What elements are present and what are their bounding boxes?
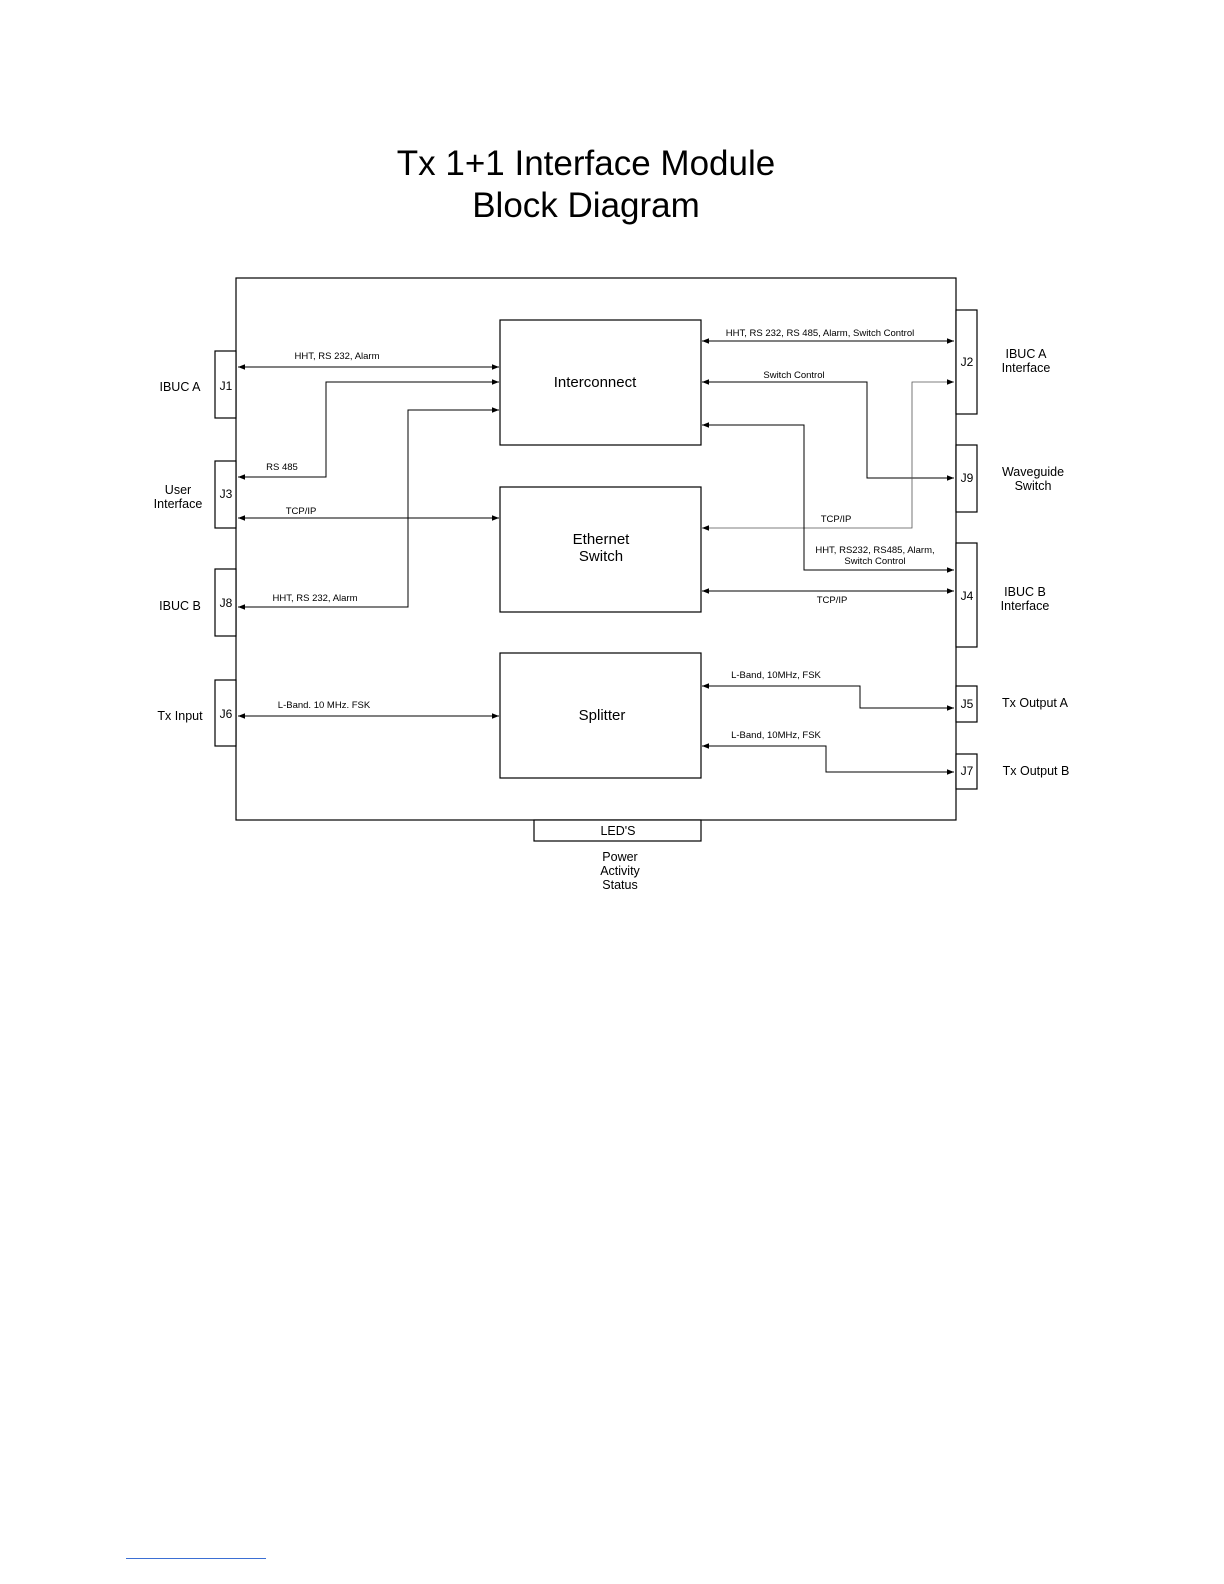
connector-j7-label: J7: [961, 764, 974, 778]
signal-j1-hht: HHT, RS 232, Alarm: [295, 351, 380, 362]
label-tx-output-b: Tx Output B: [1003, 764, 1070, 778]
label-user-interface-2: Interface: [154, 497, 203, 511]
leds-block: [533, 819, 702, 842]
signal-j8-hht: HHT, RS 232, Alarm: [273, 593, 358, 604]
label-ibuc-b-interface-1: IBUC B: [1004, 585, 1046, 599]
signal-j3-tcpip: TCP/IP: [286, 506, 317, 517]
connector-j5: [955, 685, 978, 723]
signal-j4-tcpip: TCP/IP: [817, 595, 848, 606]
signal-j4-line2: Switch Control: [844, 556, 905, 567]
connector-j1-label: J1: [220, 379, 233, 393]
connector-j6-label: J6: [220, 707, 233, 721]
leds-power: Power: [602, 850, 637, 864]
signal-j4-line1: HHT, RS232, RS485, Alarm,: [815, 545, 934, 556]
connector-j6: [214, 679, 237, 747]
connector-j5-label: J5: [961, 697, 974, 711]
label-ibuc-a-interface-2: Interface: [1002, 361, 1051, 375]
ethernet-switch-label-1: Ethernet: [573, 531, 631, 548]
footnote-rule: [126, 1558, 266, 1559]
connector-j8: [214, 568, 237, 637]
diagram-title-line1: Tx 1+1 Interface Module: [397, 144, 775, 183]
label-user-interface-1: User: [165, 483, 191, 497]
splitter-label: Splitter: [579, 707, 626, 724]
connector-j2: [955, 309, 978, 415]
connector-j3: [214, 460, 237, 529]
splitter-block: [499, 652, 702, 779]
label-ibuc-b-interface-2: Interface: [1001, 599, 1050, 613]
signal-tcpip-j2: TCP/IP: [821, 514, 852, 525]
signal-j6-lband: L-Band. 10 MHz. FSK: [278, 700, 371, 711]
label-ibuc-a-interface-1: IBUC A: [1006, 347, 1048, 361]
label-tx-output-a: Tx Output A: [1002, 696, 1069, 710]
label-tx-input: Tx Input: [157, 709, 203, 723]
ethernet-switch-block: [499, 486, 702, 613]
leds-activity: Activity: [600, 864, 640, 878]
label-ibuc-a: IBUC A: [160, 380, 202, 394]
leds-label: LED'S: [600, 824, 635, 838]
diagram-title-line2: Block Diagram: [472, 186, 700, 225]
connector-j9: [955, 444, 978, 513]
wire-j4-hht: [702, 422, 954, 573]
connector-j8-label: J8: [220, 596, 233, 610]
wire-j5-lband: [702, 683, 954, 711]
label-waveguide-switch-1: Waveguide: [1002, 465, 1064, 479]
wire-j8-hht: [238, 407, 499, 610]
label-waveguide-switch-2: Switch: [1015, 479, 1052, 493]
connector-j4-label: J4: [961, 589, 974, 603]
signal-j2-hht: HHT, RS 232, RS 485, Alarm, Switch Contr…: [726, 328, 915, 339]
connector-j4: [955, 542, 978, 648]
ethernet-switch-label-2: Switch: [579, 548, 623, 565]
interconnect-block: [499, 319, 702, 446]
wire-j7-lband: [702, 743, 954, 775]
signal-j3-rs485: RS 485: [266, 462, 298, 473]
connector-j1: [214, 350, 237, 419]
label-ibuc-b: IBUC B: [159, 599, 201, 613]
signal-switch-control: Switch Control: [763, 370, 824, 381]
leds-status: Status: [602, 878, 637, 892]
connector-j3-label: J3: [220, 487, 233, 501]
interconnect-label: Interconnect: [554, 374, 637, 391]
connector-j2-label: J2: [961, 355, 974, 369]
signal-j7-lband: L-Band, 10MHz, FSK: [731, 730, 821, 741]
connector-j7: [955, 753, 978, 790]
signal-j5-lband: L-Band, 10MHz, FSK: [731, 670, 821, 681]
connector-j9-label: J9: [961, 471, 974, 485]
